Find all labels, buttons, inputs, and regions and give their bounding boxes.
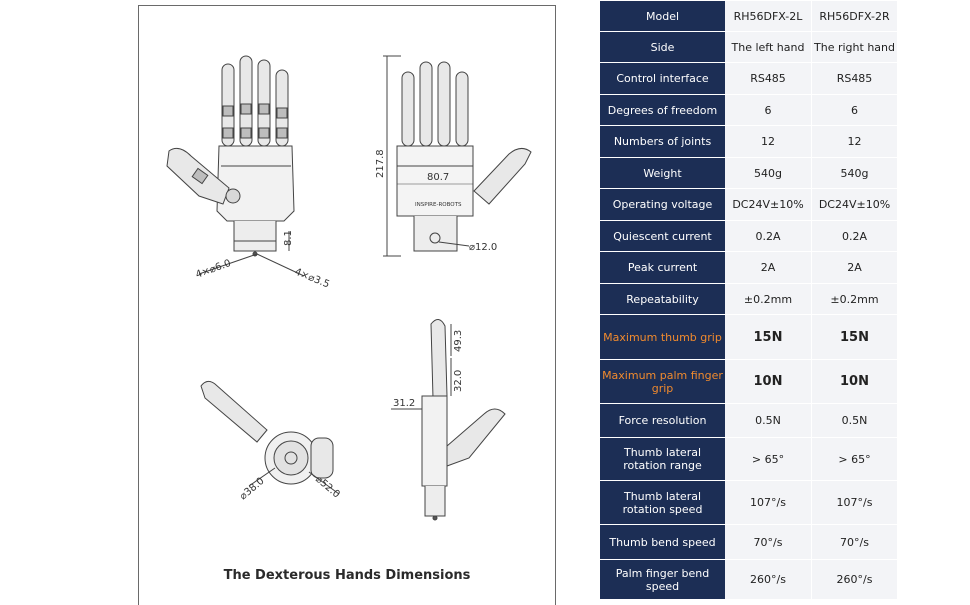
row-left-value: 15N [725,315,811,360]
row-left-value: 10N [725,360,811,404]
front-view: 8.1 4×⌀6.0 4×⌀3.5 [166,55,331,291]
row-left-value: The left hand [725,32,811,63]
svg-text:⌀12.0: ⌀12.0 [469,242,497,253]
dim-joint-length: 32.0 [453,370,464,392]
row-right-value: DC24V±10% [811,189,897,221]
row-left-value: 2A [725,252,811,284]
table-row: Degrees of freedom 6 6 [600,95,897,126]
header-label: Model [600,1,725,32]
drawing-caption: The Dexterous Hands Dimensions [223,568,471,583]
dim-mount-depth: 8.1 [283,230,294,246]
table-row: Numbers of joints 12 12 [600,126,897,158]
table-row: Thumb lateral rotation speed 107°/s 107°… [600,481,897,525]
side-view: 49.3 32.0 31.2 [391,319,506,521]
row-label: Thumb lateral rotation range [600,438,725,481]
table-row: Repeatability ±0.2mm ±0.2mm [600,284,897,315]
brand-label: INSPIRE-ROBOTS [415,202,462,208]
dim-palm-width: 80.7 [427,172,449,183]
row-label: Palm finger bend speed [600,560,725,600]
row-label: Force resolution [600,404,725,438]
header-right-model: RH56DFX-2R [811,1,897,32]
row-label: Thumb bend speed [600,525,725,560]
table-row: Maximum thumb grip 15N 15N [600,315,897,360]
spec-table: Model RH56DFX-2L RH56DFX-2R Side The lef… [600,1,897,600]
row-right-value: 2A [811,252,897,284]
dimension-drawing-panel: 8.1 4×⌀6.0 4×⌀3.5 80.7 [138,5,556,605]
row-left-value: > 65° [725,438,811,481]
row-label: Thumb lateral rotation speed [600,481,725,525]
table-row: Thumb bend speed 70°/s 70°/s [600,525,897,560]
row-left-value: RS485 [725,63,811,95]
row-label: Control interface [600,63,725,95]
row-label: Operating voltage [600,189,725,221]
row-left-value: 12 [725,126,811,158]
row-label: Degrees of freedom [600,95,725,126]
table-row: Force resolution 0.5N 0.5N [600,404,897,438]
table-row: Peak current 2A 2A [600,252,897,284]
row-left-value: DC24V±10% [725,189,811,221]
svg-text:217.8: 217.8 [375,149,386,178]
row-right-value: > 65° [811,438,897,481]
svg-text:⌀38.0: ⌀38.0 [238,476,267,503]
row-right-value: The right hand [811,32,897,63]
row-label: Weight [600,158,725,189]
dim-hole-large: 4×⌀6.0 [194,258,232,281]
row-right-value: 15N [811,315,897,360]
row-right-value: 540g [811,158,897,189]
row-left-value: 260°/s [725,560,811,600]
row-left-value: 540g [725,158,811,189]
row-right-value: 6 [811,95,897,126]
table-row: Control interface RS485 RS485 [600,63,897,95]
row-left-value: 107°/s [725,481,811,525]
row-label: Numbers of joints [600,126,725,158]
row-right-value: RS485 [811,63,897,95]
row-left-value: ±0.2mm [725,284,811,315]
table-row: Palm finger bend speed 260°/s 260°/s [600,560,897,600]
bottom-view: ⌀38.0 ⌀52.0 [200,380,342,503]
row-right-value: 70°/s [811,525,897,560]
dim-total-height: 217.8 [375,149,386,178]
dim-hole-small: 4×⌀3.5 [293,267,331,291]
table-row: Weight 540g 540g [600,158,897,189]
dim-port-diameter: ⌀12.0 [469,242,497,253]
svg-text:80.7: 80.7 [427,172,449,183]
svg-text:49.3: 49.3 [453,330,464,352]
row-right-value: 0.5N [811,404,897,438]
svg-text:INSPIRE-ROBOTS: INSPIRE-ROBOTS [415,202,462,208]
back-view: 80.7 INSPIRE-ROBOTS ⌀12.0 217.8 [375,55,532,257]
row-right-value: 107°/s [811,481,897,525]
table-row: Maximum palm finger grip 10N 10N [600,360,897,404]
svg-text:8.1: 8.1 [283,230,294,246]
row-label: Peak current [600,252,725,284]
svg-text:4×⌀6.0: 4×⌀6.0 [194,258,232,281]
row-label-highlight: Maximum thumb grip [600,315,725,360]
dim-finger-length: 49.3 [453,330,464,352]
row-label: Repeatability [600,284,725,315]
svg-text:32.0: 32.0 [453,370,464,392]
row-left-value: 0.5N [725,404,811,438]
row-left-value: 70°/s [725,525,811,560]
row-label-highlight: Maximum palm finger grip [600,360,725,404]
row-right-value: ±0.2mm [811,284,897,315]
row-right-value: 0.2A [811,221,897,252]
row-left-value: 0.2A [725,221,811,252]
svg-text:31.2: 31.2 [393,398,415,409]
table-row: Quiescent current 0.2A 0.2A [600,221,897,252]
table-row: Model RH56DFX-2L RH56DFX-2R [600,1,897,32]
row-label: Side [600,32,725,63]
row-right-value: 10N [811,360,897,404]
header-left-model: RH56DFX-2L [725,1,811,32]
dimension-drawing: 8.1 4×⌀6.0 4×⌀3.5 80.7 [166,55,532,521]
row-label: Quiescent current [600,221,725,252]
row-left-value: 6 [725,95,811,126]
svg-text:4×⌀3.5: 4×⌀3.5 [293,267,331,291]
row-right-value: 260°/s [811,560,897,600]
table-row: Side The left hand The right hand [600,32,897,63]
table-row: Thumb lateral rotation range > 65° > 65° [600,438,897,481]
table-row: Operating voltage DC24V±10% DC24V±10% [600,189,897,221]
dim-side-width: 31.2 [393,398,415,409]
row-right-value: 12 [811,126,897,158]
dim-base-inner-diameter: ⌀38.0 [238,476,267,503]
